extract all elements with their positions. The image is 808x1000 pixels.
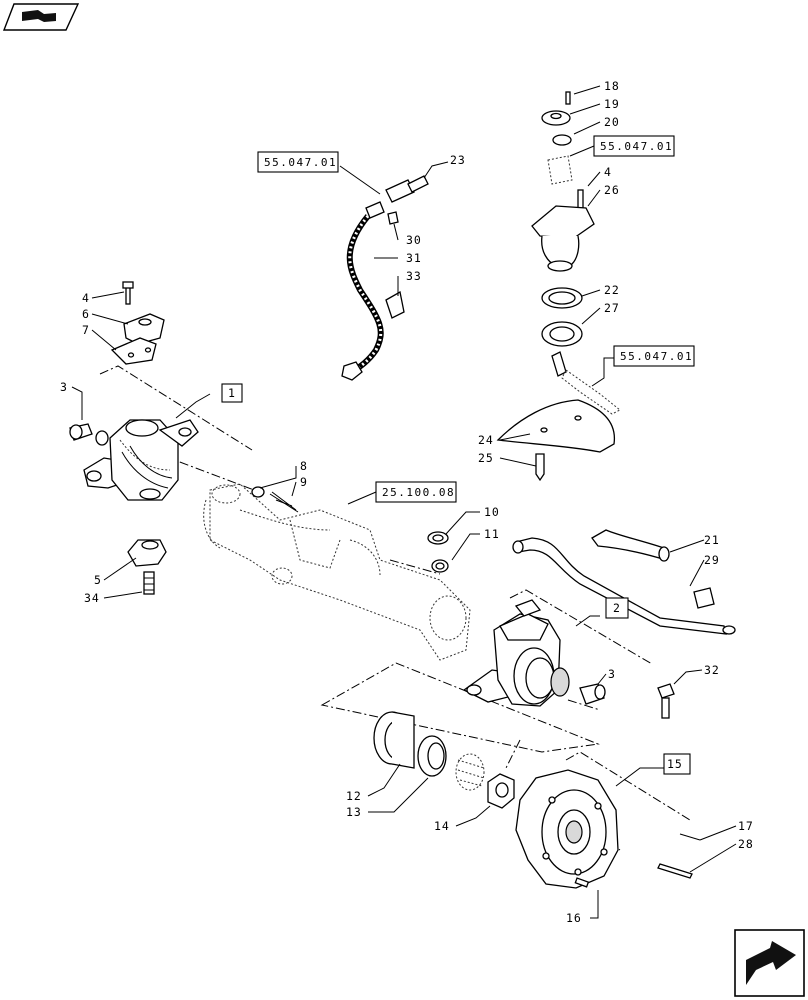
callout-4-right: 4 [604,165,612,179]
leader-lines [71,85,737,919]
callout-20: 20 [604,115,620,129]
king-pin-cap-lower [127,539,167,595]
hub-bearings [373,711,515,809]
callout-32: 32 [704,663,720,677]
callout-18: 18 [604,79,620,93]
callout-9: 9 [300,475,308,489]
callout-24: 24 [478,433,494,447]
next-page-arrow-icon[interactable] [734,929,805,997]
cover-plate-24 [496,399,616,482]
callout-28: 28 [738,837,754,851]
callout-7: 7 [82,323,90,337]
callout-15: 15 [667,757,683,771]
callout-31: 31 [406,251,422,265]
reference-label: 55.047.01 [264,156,337,169]
group-outlines [99,365,691,851]
bushing-3-right [579,683,606,705]
group-box-2[interactable]: 2 [605,597,629,619]
hub-carrier [515,769,619,889]
pins-16-17-28 [574,833,701,888]
right-steering-knuckle [462,599,570,707]
callout-21: 21 [704,533,720,547]
callout-1: 1 [228,386,236,400]
callout-33: 33 [406,269,422,283]
reference-box-hose[interactable]: 55.047.01 [257,151,339,173]
callout-12: 12 [346,789,362,803]
reference-box-top[interactable]: 55.047.01 [593,135,675,157]
callout-19: 19 [604,97,620,111]
callout-3-left: 3 [60,380,68,394]
callout-10: 10 [484,505,500,519]
callout-6: 6 [82,307,90,321]
bushing-3-left [69,423,109,446]
seal-10-11 [427,531,449,573]
brake-hose [341,175,429,381]
callout-22: 22 [604,283,620,297]
callout-4-left: 4 [82,291,90,305]
callout-34: 34 [84,591,100,605]
reference-box-axle[interactable]: 25.100.08 [375,481,457,503]
reference-label: 55.047.01 [600,140,673,153]
callout-25: 25 [478,451,494,465]
callout-23: 23 [450,153,466,167]
callout-13: 13 [346,805,362,819]
bolt-32 [657,683,675,719]
reference-label: 55.047.01 [620,350,693,363]
reference-label: 25.100.08 [382,486,455,499]
group-box-1[interactable]: 1 [221,383,243,403]
king-pin-cap-upper [110,281,165,365]
axle-housing [203,483,471,661]
group-box-15[interactable]: 15 [663,753,691,775]
reference-box-sensor[interactable]: 55.047.01 [613,345,695,367]
bolt-8-9 [251,486,299,513]
callout-30: 30 [406,233,422,247]
callout-29: 29 [704,553,720,567]
callout-26: 26 [604,183,620,197]
callout-8: 8 [300,459,308,473]
sensor-assembly [531,91,621,415]
callout-11: 11 [484,527,500,541]
callout-14: 14 [434,819,450,833]
callout-5: 5 [94,573,102,587]
callout-3-right: 3 [608,667,616,681]
callout-numbers: 4 6 7 3 8 9 5 34 23 30 31 33 10 11 18 19… [60,79,754,925]
left-steering-knuckle [83,419,199,501]
book-icon[interactable] [2,3,80,31]
callout-2: 2 [613,601,621,615]
callout-16: 16 [566,911,582,925]
steering-pipes [512,529,736,635]
callout-17: 17 [738,819,754,833]
callout-27: 27 [604,301,620,315]
